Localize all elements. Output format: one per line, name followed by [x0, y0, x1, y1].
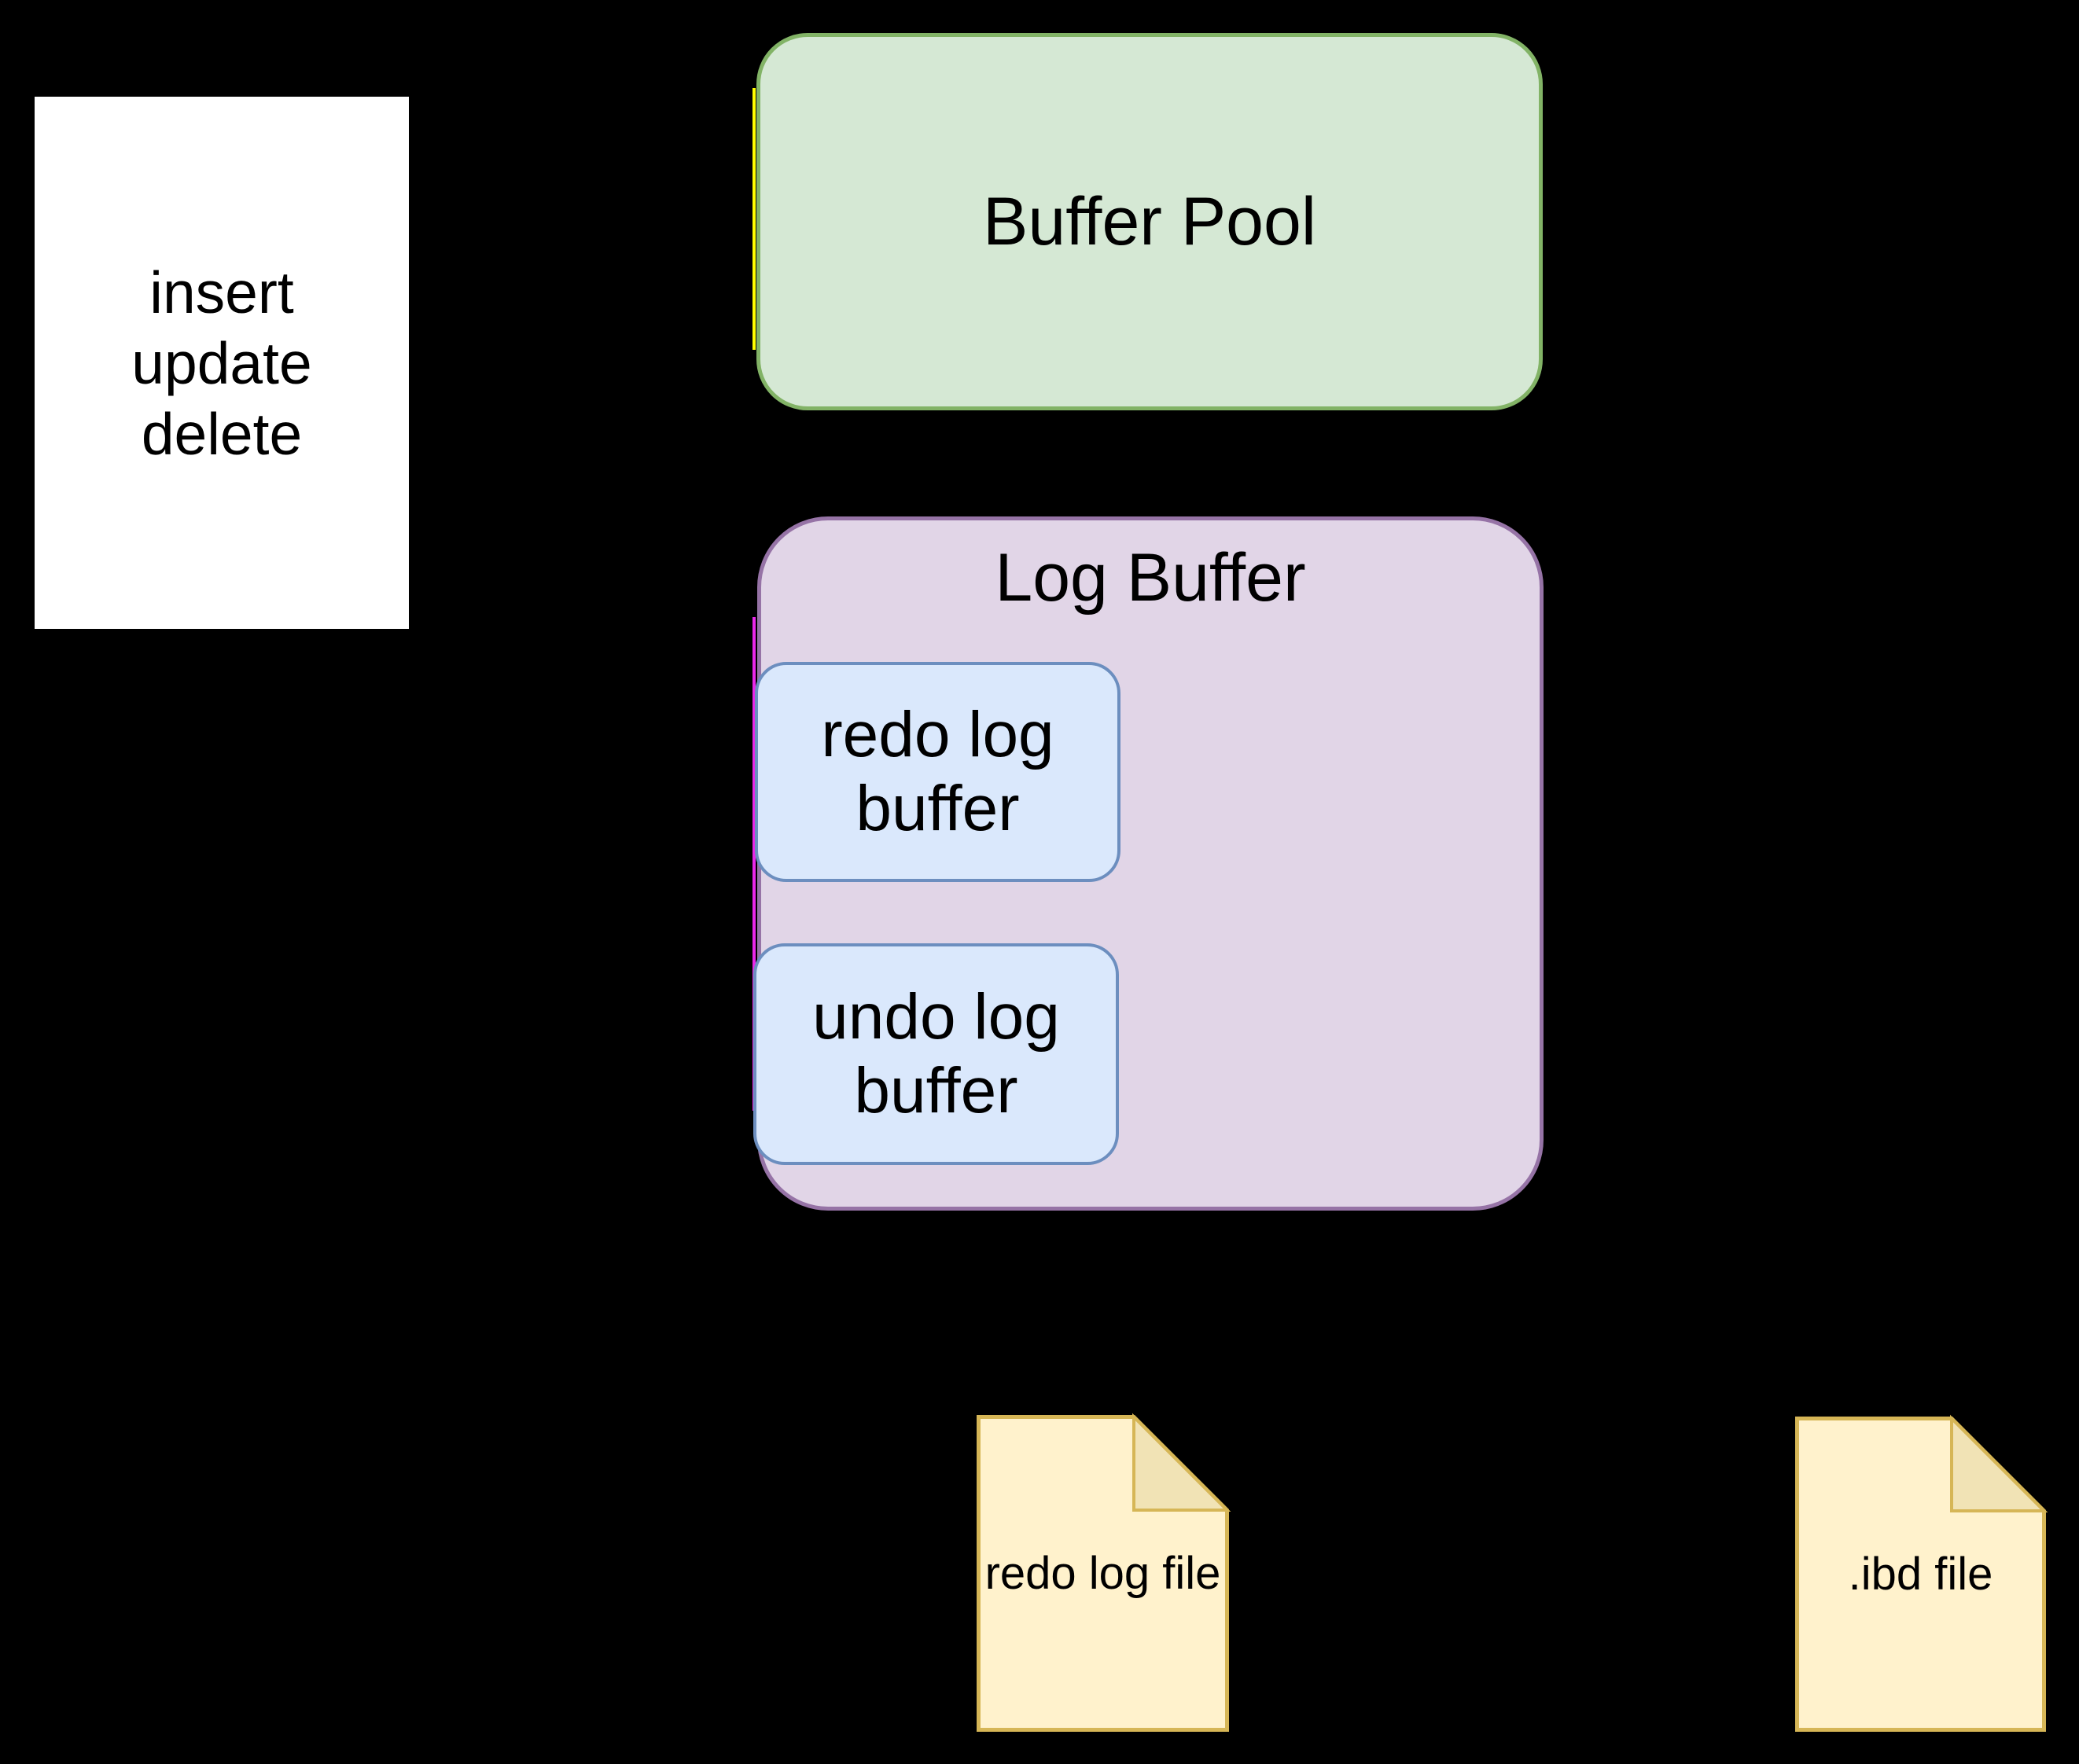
redo-log-file-node: redo log file [977, 1413, 1231, 1732]
operations-node: insert update delete [35, 97, 409, 629]
document-icon [1795, 1414, 2048, 1732]
redo-log-file-label: redo log file [984, 1548, 1221, 1599]
ibd-file-node: .ibd file [1795, 1414, 2048, 1732]
document-fold-shape [1950, 1414, 2048, 1512]
operation-label-update: update [131, 329, 312, 396]
ibd-file-label: .ibd file [1848, 1549, 1993, 1600]
redo-log-buffer-label: redo log buffer [821, 699, 1054, 844]
operation-label-insert: insert [149, 259, 294, 325]
undo-log-buffer-node: undo log buffer [753, 943, 1119, 1165]
operation-label-delete: delete [141, 400, 303, 467]
log-buffer-label: Log Buffer [995, 540, 1306, 616]
magenta-edge-artifact-line [752, 617, 756, 1111]
redo-log-buffer-node: redo log buffer [755, 662, 1120, 882]
document-fold-shape [1132, 1413, 1231, 1512]
yellow-edge-artifact-line [752, 88, 756, 350]
undo-log-buffer-label: undo log buffer [812, 981, 1060, 1126]
buffer-pool-label: Buffer Pool [983, 183, 1316, 259]
buffer-pool-node: Buffer Pool [756, 33, 1543, 410]
document-icon [977, 1413, 1231, 1732]
